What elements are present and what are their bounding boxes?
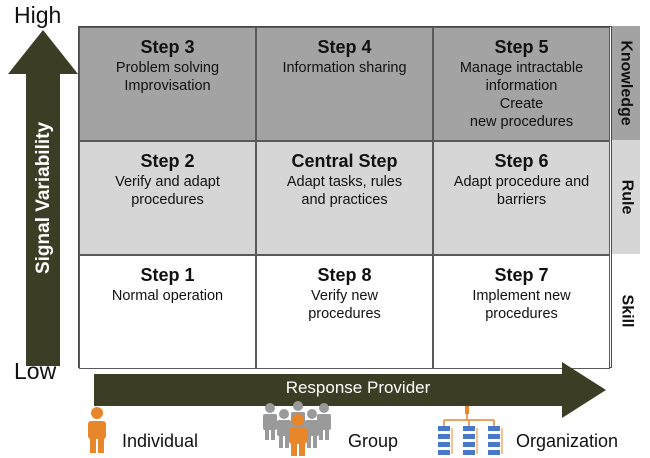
cell-line: new procedures — [469, 114, 574, 130]
cell-line: information — [485, 78, 558, 94]
legend-group: Group — [348, 431, 399, 451]
cell-step-2: Step 2 Verify and adapt procedures — [79, 141, 256, 255]
cell-title: Step 7 — [494, 265, 549, 285]
cell-line: Improvisation — [124, 78, 211, 94]
level-knowledge: Knowledge — [612, 26, 640, 140]
cell-title: Step 6 — [494, 151, 549, 171]
cell-step-7: Step 7 Implement new procedures — [433, 255, 610, 369]
y-axis-label: Signal Variability — [33, 121, 54, 275]
cell-line: Verify new — [311, 288, 378, 304]
step-matrix: Step 3 Problem solving Improvisation Ste… — [78, 26, 612, 369]
cell-description: Information sharing — [282, 59, 406, 77]
cell-description: Problem solving Improvisation — [116, 59, 219, 95]
cell-line: Manage intractable — [459, 60, 584, 76]
cell-line: Normal operation — [111, 288, 224, 304]
level-label: Skill — [618, 294, 635, 328]
cell-title: Step 1 — [140, 265, 195, 285]
cell-title: Step 3 — [140, 37, 195, 57]
cell-step-5: Step 5 Manage intractable information Cr… — [433, 27, 610, 141]
cell-line: Adapt tasks, rules — [286, 174, 403, 190]
cell-step-1: Step 1 Normal operation — [79, 255, 256, 369]
cell-line: Adapt procedure and — [453, 174, 590, 190]
cell-title: Step 2 — [140, 151, 195, 171]
cell-title: Central Step — [291, 151, 398, 171]
cell-title: Step 4 — [317, 37, 372, 57]
level-label: Rule — [618, 179, 636, 215]
y-axis-low-label: Low — [14, 358, 57, 384]
x-axis-label: Response Provider — [285, 378, 431, 397]
group-icon — [263, 401, 331, 456]
level-skill: Skill — [612, 254, 640, 368]
y-axis-high-label: High — [14, 2, 62, 28]
cell-title: Step 5 — [494, 37, 549, 57]
cell-line: Problem solving — [115, 60, 220, 76]
cell-line: Verify and adapt — [115, 174, 220, 190]
legend-individual: Individual — [122, 431, 199, 451]
cell-step-8: Step 8 Verify new procedures — [256, 255, 433, 369]
cell-step-3: Step 3 Problem solving Improvisation — [79, 27, 256, 141]
cell-line: procedures — [485, 306, 558, 322]
cell-title: Step 8 — [317, 265, 372, 285]
cell-line: and practices — [301, 192, 388, 208]
cell-line: procedures — [308, 306, 381, 322]
cell-description: Normal operation — [112, 287, 223, 305]
cell-line: Create — [499, 96, 544, 112]
cell-description: Adapt procedure and barriers — [454, 173, 589, 209]
cell-description: Implement new procedures — [472, 287, 570, 323]
cell-description: Verify new procedures — [308, 287, 381, 323]
cell-line: procedures — [131, 192, 204, 208]
person-icon — [88, 407, 106, 453]
cell-line: Information sharing — [282, 60, 407, 76]
x-axis-arrow — [94, 362, 606, 418]
level-label: Knowledge — [618, 40, 635, 126]
cell-central-step: Central Step Adapt tasks, rules and prac… — [256, 141, 433, 255]
org-chart-icon — [438, 406, 503, 455]
cell-step-6: Step 6 Adapt procedure and barriers — [433, 141, 610, 255]
cell-description: Manage intractable information Create ne… — [460, 59, 583, 131]
cell-description: Verify and adapt procedures — [115, 173, 220, 209]
cell-description: Adapt tasks, rules and practices — [287, 173, 402, 209]
legend-organization: Organization — [516, 431, 619, 451]
cell-step-4: Step 4 Information sharing — [256, 27, 433, 141]
cell-line: barriers — [496, 192, 547, 208]
level-rule: Rule — [612, 140, 640, 254]
cell-line: Implement new — [472, 288, 571, 304]
y-axis-arrow — [8, 30, 78, 366]
